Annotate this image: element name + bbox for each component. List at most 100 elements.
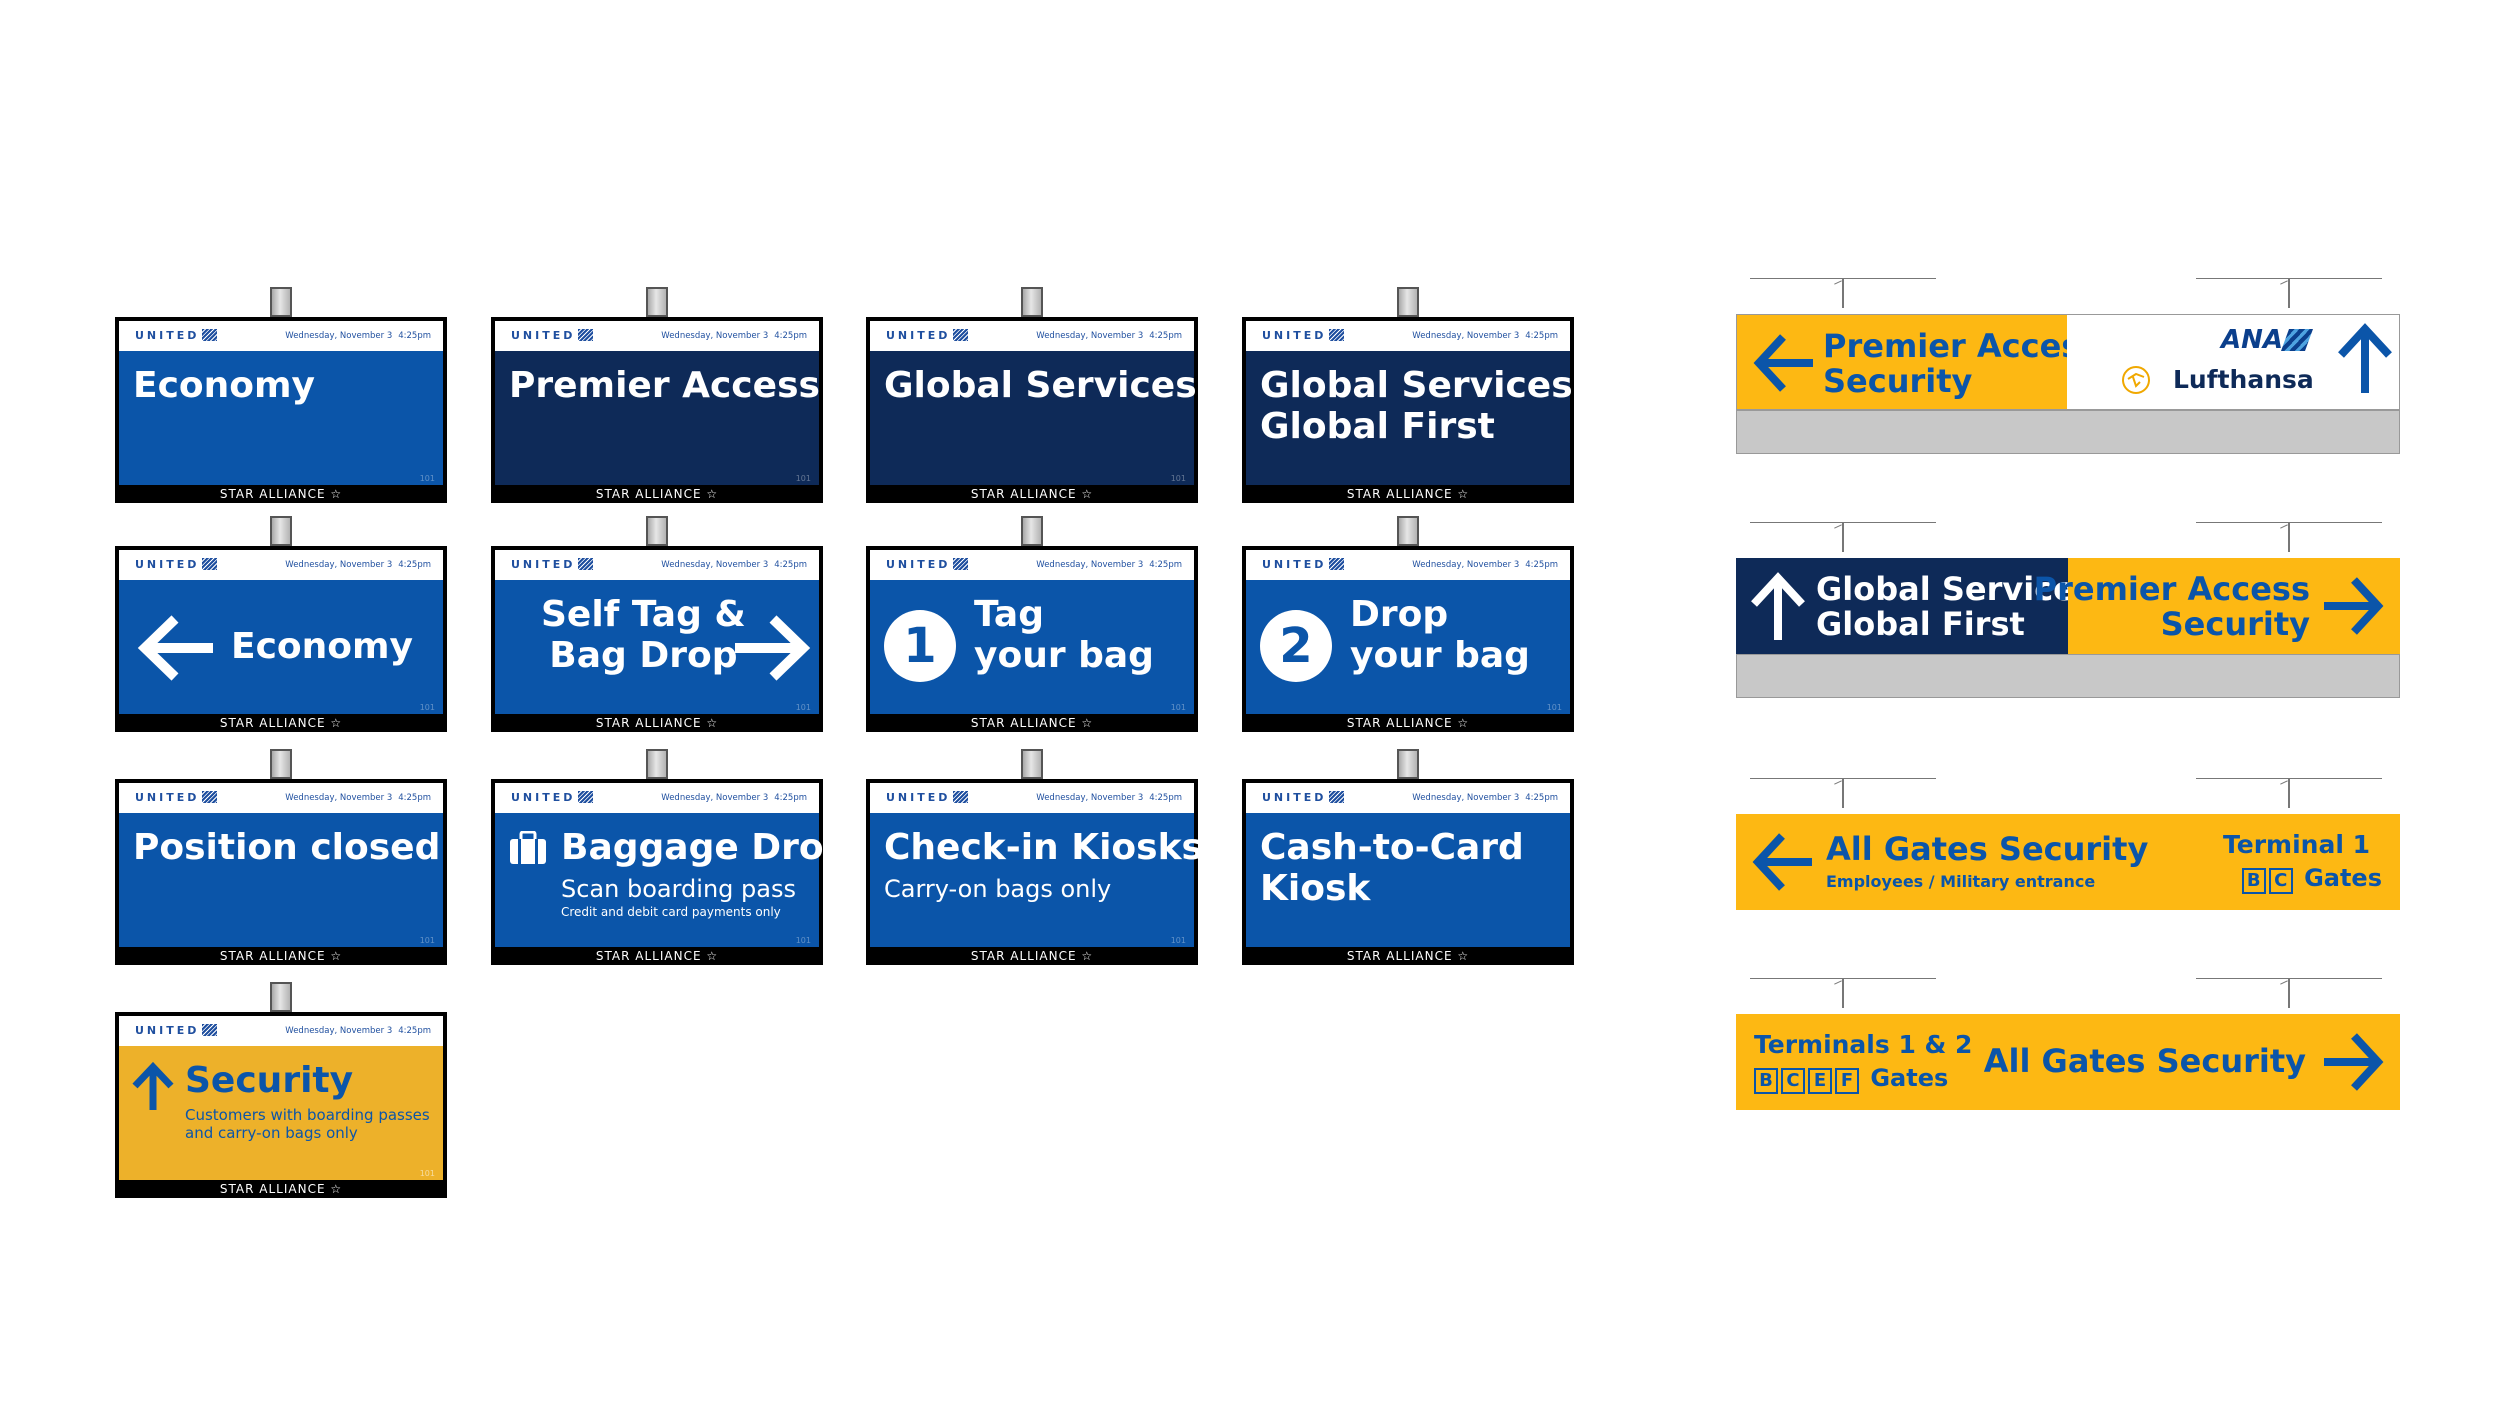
sign-panel-white: ANA Lufthansa — [2067, 315, 2399, 409]
sign-hanger — [1750, 778, 1936, 808]
screen-number: 101 — [1170, 703, 1186, 712]
sign-base — [1736, 654, 2400, 698]
mount-pole — [1021, 516, 1043, 546]
screen-panel: 2 Drop your bag 101 — [1246, 580, 1570, 714]
sign-title-line-2: Security — [1823, 362, 1973, 400]
suitcase-icon — [510, 831, 546, 864]
hanging-sign-premier-access: Premier Access Security ANA Lufthansa — [1736, 278, 2400, 454]
mount-pole — [646, 516, 668, 546]
screen-footnote: Credit and debit card payments only — [561, 905, 781, 919]
united-logo: UNITED — [1262, 558, 1345, 571]
screen-title: Global Services Global First — [1260, 365, 1573, 447]
sign-hanger — [1750, 278, 1936, 308]
sign-title: All Gates Security — [1826, 830, 2149, 868]
step-number-badge: 1 — [884, 610, 956, 682]
screen-title: Tag your bag — [974, 594, 1154, 676]
screen-title: Drop your bag — [1350, 594, 1530, 676]
globe-icon — [202, 558, 218, 570]
screen-panel: 1 Tag your bag 101 — [870, 580, 1194, 714]
title-line-1: Drop — [1350, 594, 1449, 635]
screen-panel: Self Tag & Bag Drop 101 — [495, 580, 819, 714]
sign-body: Premier Access Security ANA Lufthansa — [1736, 314, 2400, 410]
screen-title: Security — [185, 1060, 354, 1101]
globe-icon — [578, 558, 594, 570]
star-alliance-footer: STAR ALLIANCE ☆ — [970, 949, 1094, 963]
globe-icon — [202, 1024, 218, 1036]
sign-hanger — [2196, 778, 2382, 808]
gate-letter: F — [1835, 1068, 1859, 1094]
star-alliance-footer: STAR ALLIANCE ☆ — [970, 487, 1094, 501]
sign-title: All Gates Security — [1983, 1042, 2306, 1080]
globe-icon — [578, 329, 594, 341]
star-alliance-footer: STAR ALLIANCE ☆ — [1346, 949, 1470, 963]
globe-icon — [202, 791, 218, 803]
globe-icon — [1329, 791, 1345, 803]
globe-icon — [1329, 329, 1345, 341]
ana-logo: ANA — [2221, 325, 2284, 355]
star-alliance-footer: STAR ALLIANCE ☆ — [219, 1182, 343, 1196]
sign-hanger — [2196, 522, 2382, 552]
arrow-up-icon — [2338, 323, 2392, 393]
screen-panel: Premier Access 101 — [495, 351, 820, 485]
screen-number: 101 — [1546, 703, 1562, 712]
united-logo: UNITED — [886, 791, 969, 804]
united-logo: UNITED — [135, 1024, 218, 1037]
title-line-1: Global Services — [1260, 365, 1573, 406]
mount-pole — [270, 982, 292, 1012]
sign-hanger — [1750, 522, 1936, 552]
screen-title: Check-in Kiosks — [884, 827, 1203, 868]
title-line-2: your bag — [1350, 635, 1530, 676]
screen-panel: Economy 101 — [119, 580, 443, 714]
sign-body: Global Services Global First Premier Acc… — [1736, 558, 2400, 654]
sign-title-line-1: Premier Access — [1823, 327, 2100, 365]
step-number-badge: 2 — [1260, 610, 1332, 682]
globe-icon — [1329, 558, 1345, 570]
united-logo: UNITED — [1262, 329, 1345, 342]
screen-subtitle-line-2: and carry-on bags only — [185, 1124, 358, 1142]
gate-letter: C — [1781, 1068, 1805, 1094]
screen-title: Economy — [133, 365, 316, 406]
screen-number: 101 — [795, 936, 811, 945]
star-alliance-footer: STAR ALLIANCE ☆ — [595, 949, 719, 963]
arrow-left-icon — [1752, 833, 1812, 891]
ana-stripes-icon — [2280, 329, 2314, 351]
globe-icon — [202, 329, 218, 341]
screen-title: Premier Access — [509, 365, 820, 406]
arrow-left-icon — [137, 615, 213, 681]
screen-number: 101 — [1170, 936, 1186, 945]
screen-panel: Baggage Drop Scan boarding pass Credit a… — [495, 813, 849, 947]
arrow-right-icon — [2324, 1033, 2384, 1091]
united-logo: UNITED — [886, 329, 969, 342]
terminal-label: Terminal 1 — [2223, 830, 2370, 859]
screen-number: 101 — [1170, 474, 1186, 483]
screen-panel: Economy 101 — [119, 351, 443, 485]
arrow-right-icon — [735, 615, 811, 681]
screen-panel: Security Customers with boarding passes … — [119, 1046, 443, 1180]
united-logo: UNITED — [511, 791, 594, 804]
